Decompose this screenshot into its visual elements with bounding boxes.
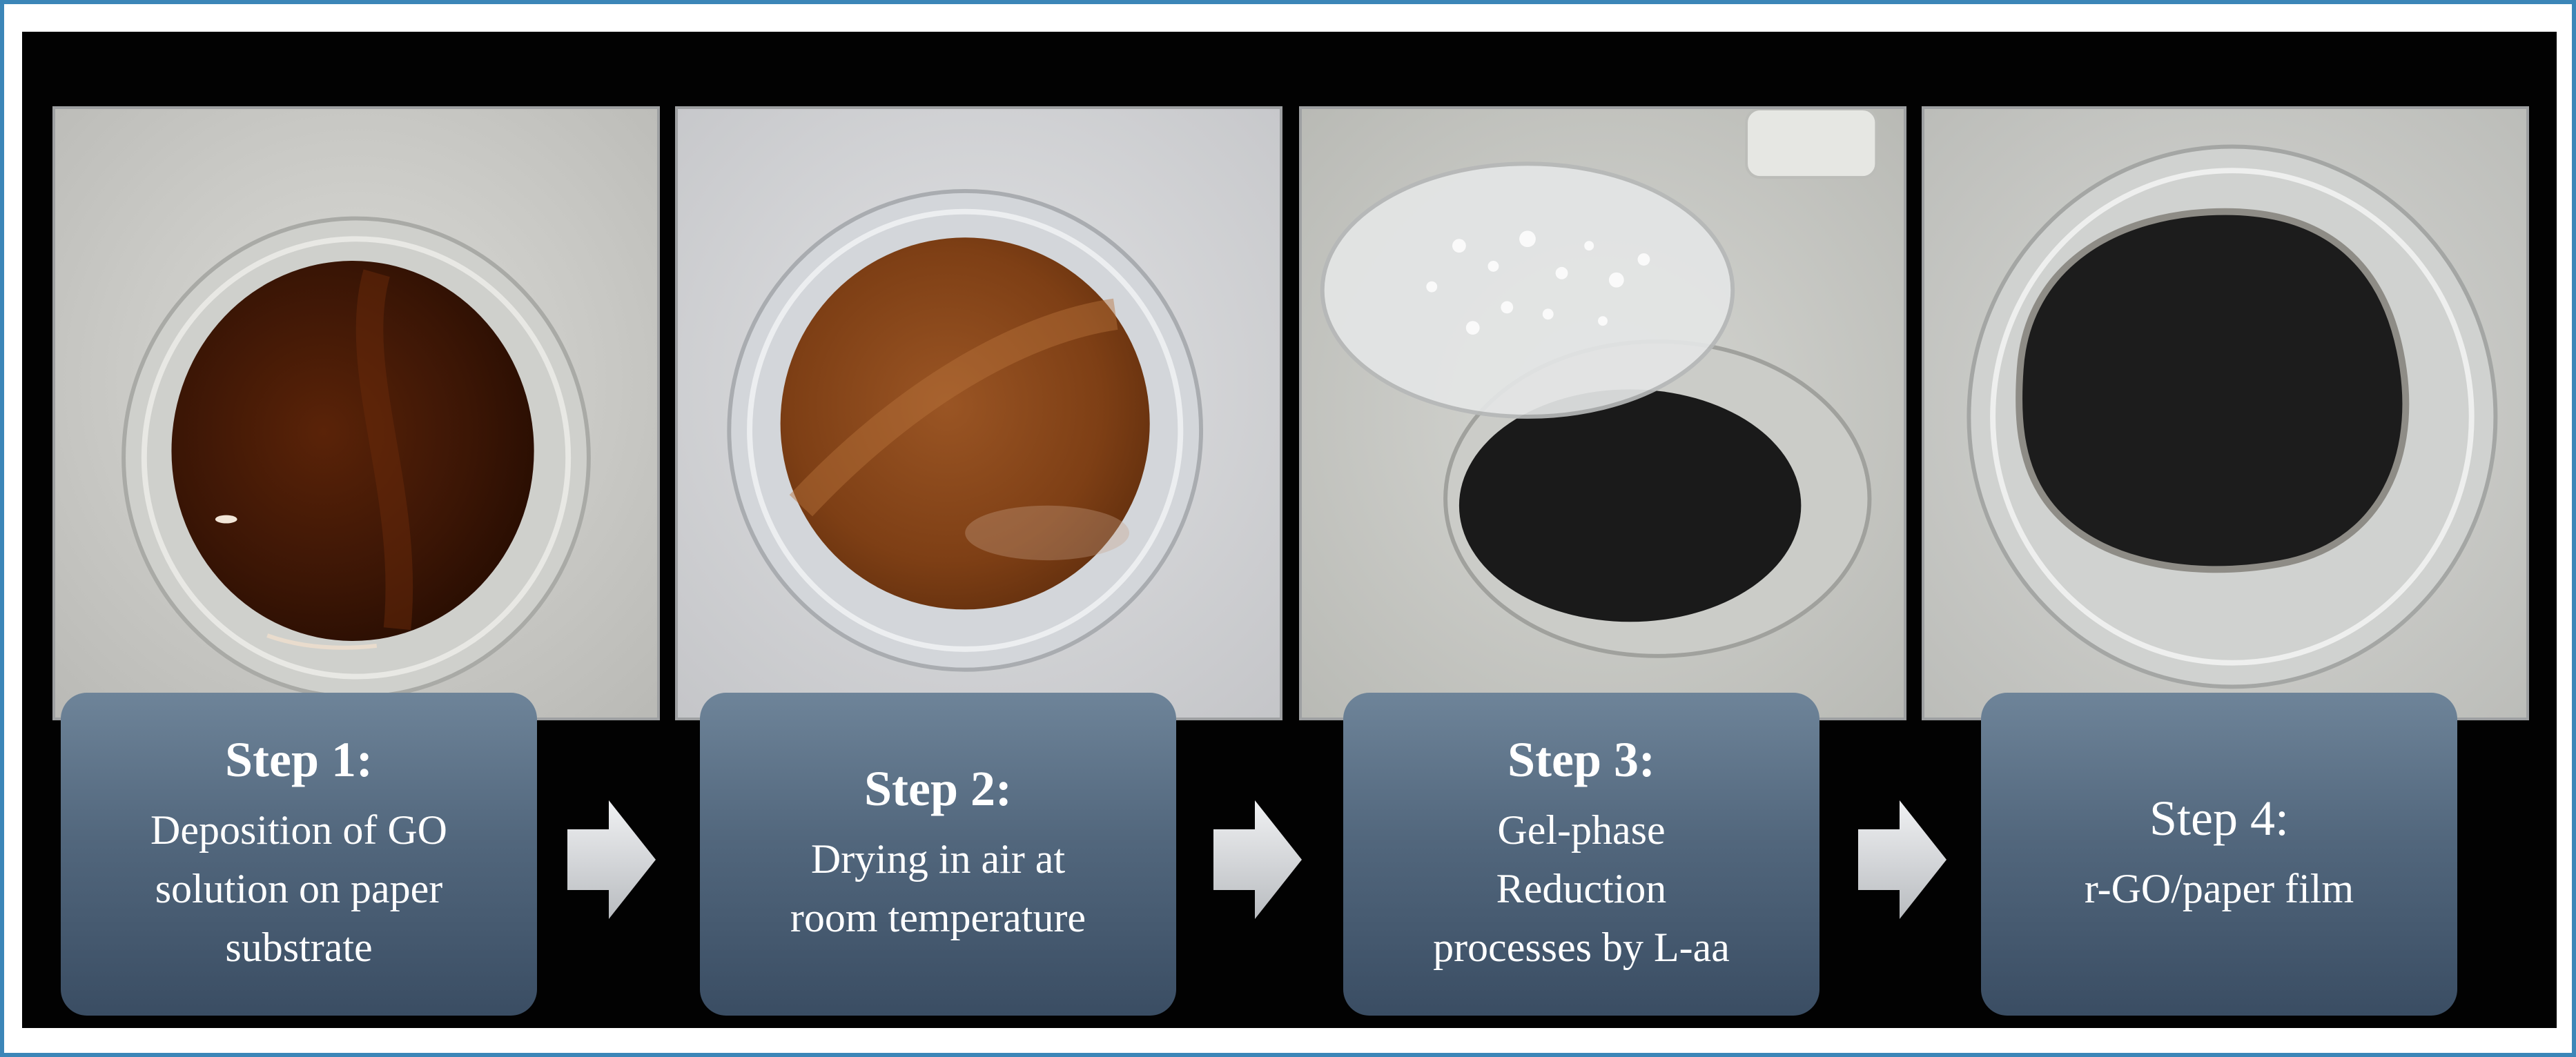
step-4-box: Step 4: r-GO/paper film: [1981, 693, 2457, 1016]
photo-step-1-go-solution: [52, 106, 660, 720]
step-3-description: Gel-phase Reduction processes by L-aa: [1433, 801, 1730, 978]
step-2-description: Drying in air at room temperature: [790, 830, 1086, 947]
step-4-line-1: r-GO/paper film: [2084, 865, 2354, 911]
arrow-right-icon: [567, 800, 656, 919]
photo-step-3-reduction: [1299, 106, 1906, 720]
step-2-title: Step 2:: [864, 761, 1012, 817]
step-4-description: r-GO/paper film: [2085, 860, 2354, 918]
step-3-line-2: Reduction: [1496, 865, 1667, 911]
step-3-box: Step 3: Gel-phase Reduction processes by…: [1343, 693, 1819, 1016]
step-1-description: Deposition of GO solution on paper subst…: [150, 801, 447, 978]
step-2-line-2: room temperature: [790, 895, 1086, 941]
step-2-line-1: Drying in air at: [810, 836, 1066, 882]
step-3-title: Step 3:: [1507, 731, 1655, 787]
process-panel: Step 1: Deposition of GO solution on pap…: [22, 32, 2557, 1028]
step-1-title: Step 1:: [225, 731, 373, 787]
step-1-box: Step 1: Deposition of GO solution on pap…: [61, 693, 537, 1016]
step-1-line-3: substrate: [225, 924, 373, 970]
arrow-right-icon: [1213, 800, 1302, 919]
step-1-line-1: Deposition of GO: [150, 807, 447, 853]
step-3-line-3: processes by L-aa: [1433, 924, 1730, 970]
step-2-box: Step 2: Drying in air at room temperatur…: [700, 693, 1176, 1016]
arrow-right-icon: [1858, 800, 1946, 919]
step-1-line-2: solution on paper: [155, 865, 443, 911]
step-4-title: Step 4:: [2149, 791, 2289, 846]
step-3-line-1: Gel-phase: [1497, 807, 1666, 853]
photo-step-4-rgo-film: [1922, 106, 2529, 720]
photo-step-2-dried-film: [675, 106, 1282, 720]
